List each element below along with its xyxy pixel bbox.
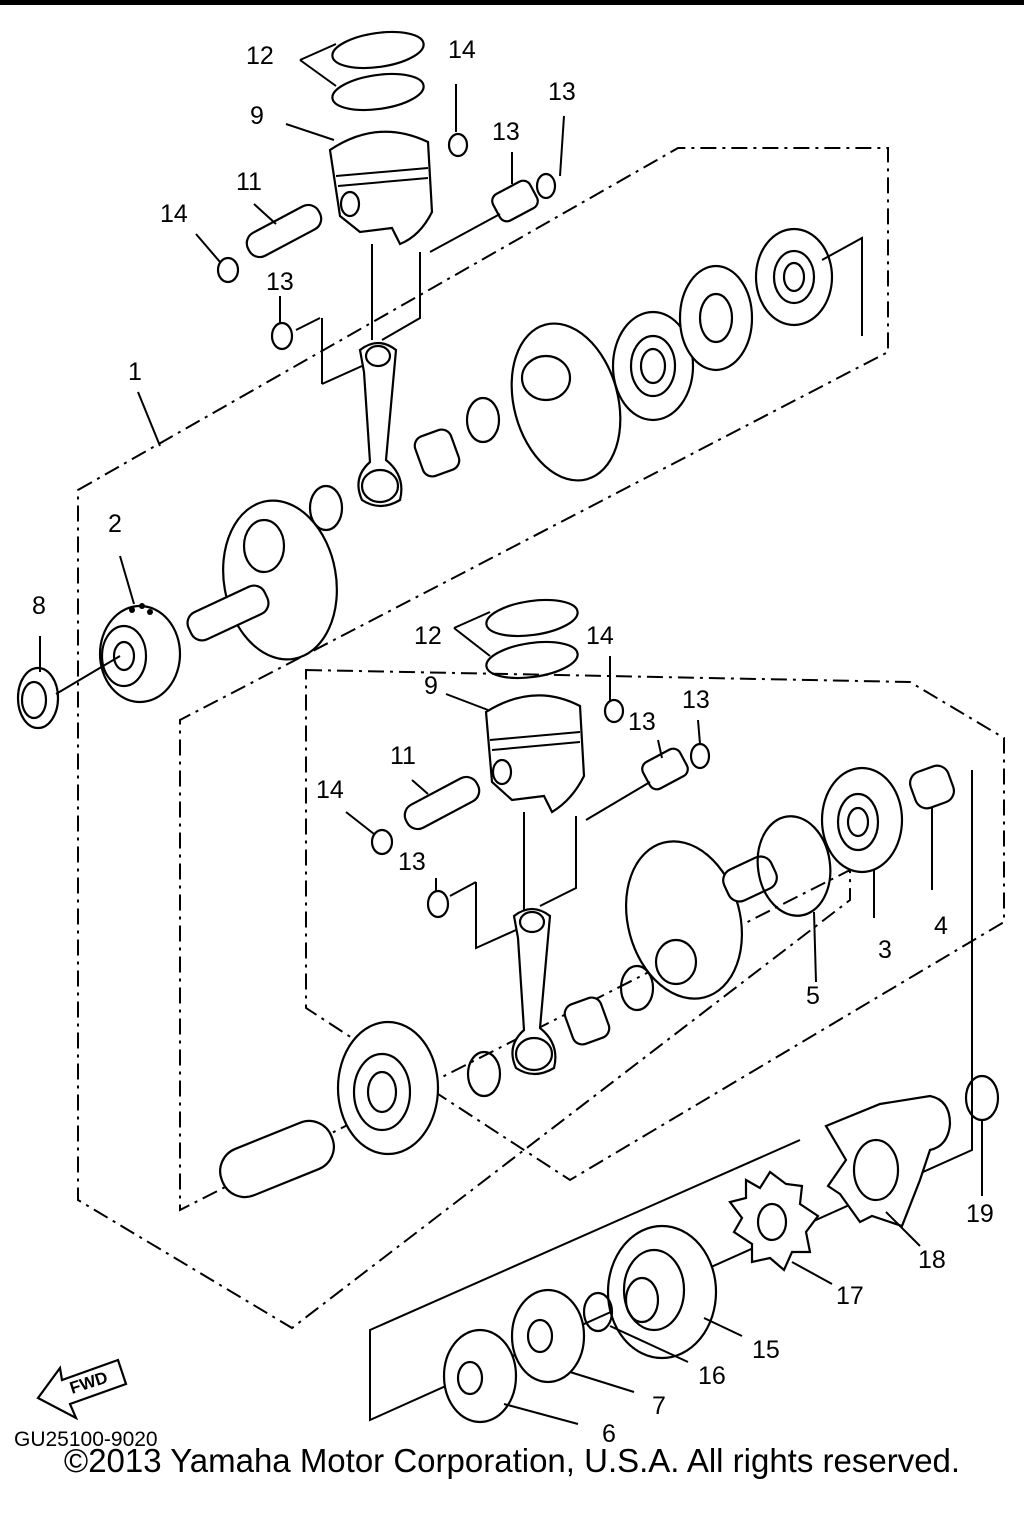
crank-pin-icon bbox=[413, 428, 461, 478]
needle-bearing-icon bbox=[491, 179, 539, 223]
spacer-icon bbox=[442, 1328, 518, 1424]
oil-seal-icon bbox=[16, 666, 60, 730]
piston-ring-icon bbox=[331, 72, 425, 112]
crank-shaft-end-icon bbox=[219, 1119, 335, 1199]
part-label-6: 6 bbox=[602, 1420, 616, 1448]
washer-icon bbox=[270, 321, 294, 351]
part-label-14: 14 bbox=[586, 622, 614, 650]
piston-ring-icon bbox=[331, 30, 425, 70]
bearing-icon bbox=[754, 227, 834, 327]
connecting-rod-icon bbox=[511, 907, 557, 1076]
connecting-rod-icon bbox=[357, 341, 403, 508]
part-label-12: 13 bbox=[628, 708, 656, 736]
circlip-icon bbox=[370, 828, 394, 856]
crank-web-icon bbox=[510, 322, 622, 482]
damper-icon bbox=[728, 1170, 820, 1272]
part-label-13: 13 bbox=[548, 78, 576, 106]
part-label-11: 11 bbox=[236, 168, 262, 196]
part-label-3: 3 bbox=[878, 936, 892, 964]
part-label-19: 19 bbox=[966, 1200, 994, 1228]
lower-crankshaft-group bbox=[219, 764, 956, 1199]
thrust-washer-icon bbox=[619, 964, 655, 1012]
part-label-11: 11 bbox=[390, 742, 416, 770]
piston-icon bbox=[484, 694, 586, 814]
part-label-16: 16 bbox=[698, 1362, 726, 1390]
part-label-18: 18 bbox=[918, 1246, 946, 1274]
crank-end-parts bbox=[16, 603, 182, 730]
part-number-labels: 12 14 13 9 13 11 14 13 1 2 8 12 14 9 13 … bbox=[32, 36, 994, 1448]
upper-crankshaft-group bbox=[186, 227, 863, 661]
part-label-13: 13 bbox=[682, 686, 710, 714]
circlip-icon bbox=[756, 815, 832, 917]
copyright-notice: ©2013 Yamaha Motor Corporation, U.S.A. A… bbox=[63, 1442, 961, 1479]
lower-piston-group bbox=[370, 598, 711, 950]
crankshaft-assembly-boundary-lower bbox=[305, 668, 1005, 1182]
washer-icon bbox=[535, 172, 557, 200]
crank-web-icon bbox=[624, 840, 744, 1000]
part-label-13: 13 bbox=[398, 848, 426, 876]
thrust-washer-icon bbox=[308, 484, 344, 532]
output-coupling-group bbox=[442, 1074, 1000, 1424]
piston-ring-icon bbox=[485, 640, 579, 680]
leader-lines bbox=[39, 43, 983, 1425]
crank-web-icon bbox=[222, 499, 338, 661]
part-label-13: 13 bbox=[266, 268, 294, 296]
washer-icon bbox=[426, 889, 450, 919]
collar-icon bbox=[908, 764, 956, 810]
needle-bearing-icon bbox=[641, 747, 689, 791]
part-label-14: 14 bbox=[160, 200, 188, 228]
part-label-2: 2 bbox=[108, 510, 122, 538]
bearing-icon bbox=[820, 766, 904, 874]
crank-pin-icon bbox=[563, 996, 611, 1046]
circlip-icon bbox=[603, 698, 625, 724]
part-label-10: 12 bbox=[246, 42, 274, 70]
circlip-icon bbox=[447, 132, 469, 158]
fwd-direction-marker: FWD bbox=[36, 1358, 128, 1421]
piston-icon bbox=[328, 130, 434, 246]
thrust-washer-icon bbox=[465, 396, 501, 444]
oil-seal-icon bbox=[964, 1074, 1000, 1122]
part-label-15: 15 bbox=[752, 1336, 780, 1364]
spacer-icon bbox=[510, 1288, 586, 1384]
part-label-17: 17 bbox=[836, 1282, 864, 1310]
crankshaft-assembly-boundary-upper bbox=[77, 147, 889, 1330]
washer-icon bbox=[689, 742, 711, 770]
washer-icon bbox=[582, 1291, 614, 1333]
part-label-9: 9 bbox=[250, 102, 264, 130]
bearing-icon bbox=[611, 310, 695, 422]
drawing-id: GU25100-9020 bbox=[14, 1428, 158, 1451]
part-label-12: 13 bbox=[492, 118, 520, 146]
piston-pin-icon bbox=[403, 775, 481, 831]
part-label-14: 14 bbox=[448, 36, 476, 64]
part-label-7: 7 bbox=[652, 1392, 666, 1420]
coupling-icon bbox=[824, 1094, 952, 1228]
circlip-icon bbox=[216, 256, 240, 284]
bearing-icon bbox=[336, 1020, 440, 1156]
part-label-8: 8 bbox=[32, 592, 46, 620]
part-label-14: 14 bbox=[316, 776, 344, 804]
piston-ring-icon bbox=[485, 598, 579, 638]
piston-pin-icon bbox=[245, 203, 323, 259]
part-label-4: 4 bbox=[934, 912, 948, 940]
labyrinth-seal-icon bbox=[678, 264, 754, 372]
output-assembly-boundary bbox=[369, 770, 973, 1422]
upper-piston-group bbox=[216, 30, 557, 351]
thrust-washer-icon bbox=[466, 1050, 502, 1098]
top-border-rule bbox=[0, 0, 1024, 5]
part-label-5: 5 bbox=[806, 982, 820, 1010]
part-label-9: 9 bbox=[424, 672, 438, 700]
part-label-1: 1 bbox=[128, 358, 142, 386]
crank-shaft-end-icon bbox=[186, 584, 270, 642]
part-label-10: 12 bbox=[414, 622, 442, 650]
bearing-icon bbox=[98, 604, 182, 704]
